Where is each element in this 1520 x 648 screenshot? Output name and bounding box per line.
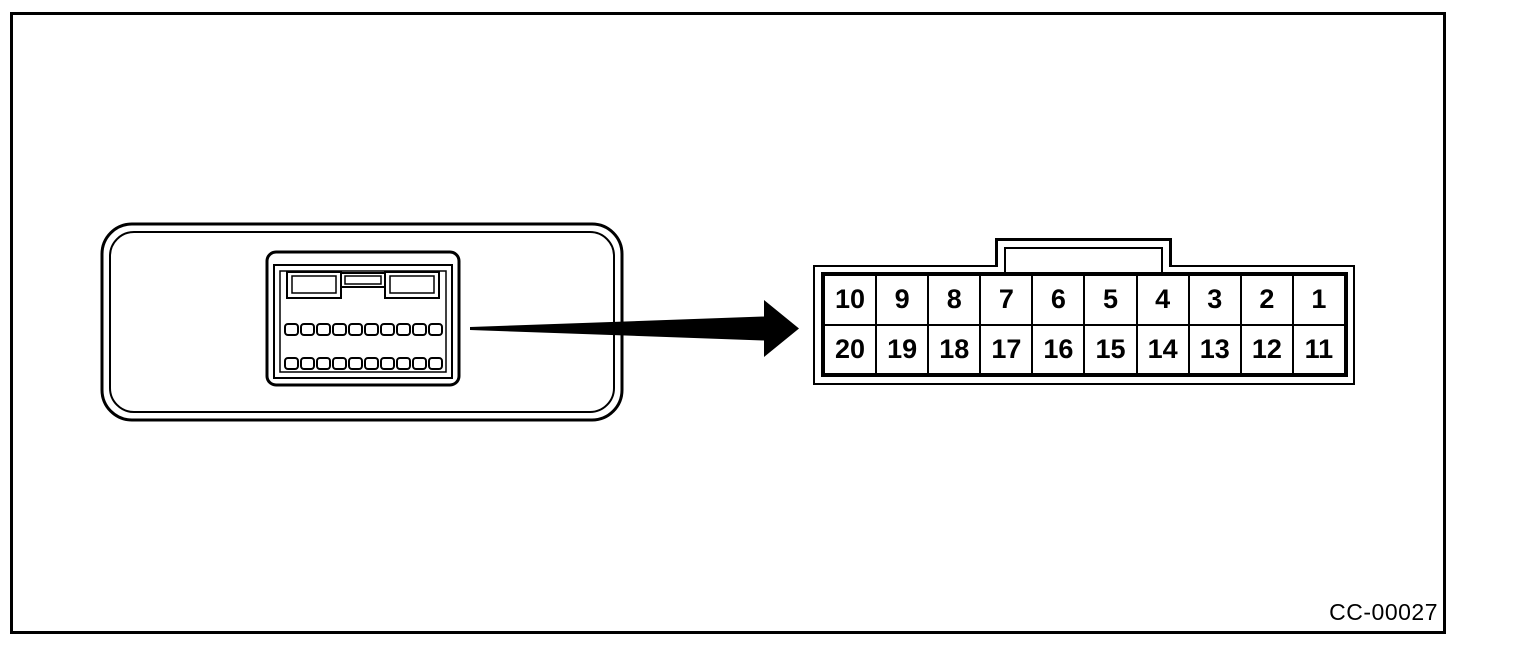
pin-cell-4: 4 [1136, 275, 1189, 325]
pin-slot [412, 357, 427, 370]
pin-slot [316, 357, 331, 370]
pin-slot-group [284, 323, 443, 370]
pin-slot [332, 323, 347, 336]
pin-cell-5: 5 [1084, 275, 1137, 325]
pin-cell-1: 1 [1292, 275, 1345, 325]
pin-cell-6: 6 [1032, 275, 1085, 325]
pin-cell-16: 16 [1032, 324, 1085, 374]
pin-slot [364, 323, 379, 336]
pin-slot [284, 323, 299, 336]
pin-cell-17: 17 [980, 324, 1033, 374]
pin-slot [412, 323, 427, 336]
pin-slot [364, 357, 379, 370]
pin-slot [316, 323, 331, 336]
pin-slot [428, 323, 443, 336]
pin-slot [380, 357, 395, 370]
callout-arrow-icon [470, 300, 799, 357]
pin-cell-8: 8 [928, 275, 981, 325]
socket-notch-left-inner [291, 275, 337, 294]
pin-slot [428, 357, 443, 370]
figure-code-label: CC-00027 [1329, 599, 1438, 625]
pin-cell-12: 12 [1240, 324, 1293, 374]
pin-cell-10: 10 [824, 275, 877, 325]
pin-cell-2: 2 [1240, 275, 1293, 325]
socket-notch-right-inner [389, 275, 435, 294]
pin-cell-9: 9 [876, 275, 929, 325]
pin-cell-3: 3 [1188, 275, 1241, 325]
pin-cell-7: 7 [980, 275, 1033, 325]
socket-body [265, 250, 461, 387]
pinout-key-tab-inner [1004, 247, 1163, 272]
pin-slot [396, 357, 411, 370]
pin-cell-14: 14 [1136, 324, 1189, 374]
socket-latch-inner [344, 275, 382, 285]
pin-slot [348, 323, 363, 336]
socket-latch [340, 272, 386, 288]
pin-cell-18: 18 [928, 324, 981, 374]
pin-slot [348, 357, 363, 370]
pin-cell-13: 13 [1188, 324, 1241, 374]
socket-inner-frame [273, 264, 453, 379]
pin-slot [380, 323, 395, 336]
pin-slot [300, 357, 315, 370]
pin-slot [332, 357, 347, 370]
pin-cell-11: 11 [1292, 324, 1345, 374]
pin-cell-15: 15 [1084, 324, 1137, 374]
socket-inner-frame-2 [279, 270, 447, 373]
pin-cell-20: 20 [824, 324, 877, 374]
pin-slot [284, 357, 299, 370]
pin-slot [396, 323, 411, 336]
pin-cell-19: 19 [876, 324, 929, 374]
pin-slot [300, 323, 315, 336]
